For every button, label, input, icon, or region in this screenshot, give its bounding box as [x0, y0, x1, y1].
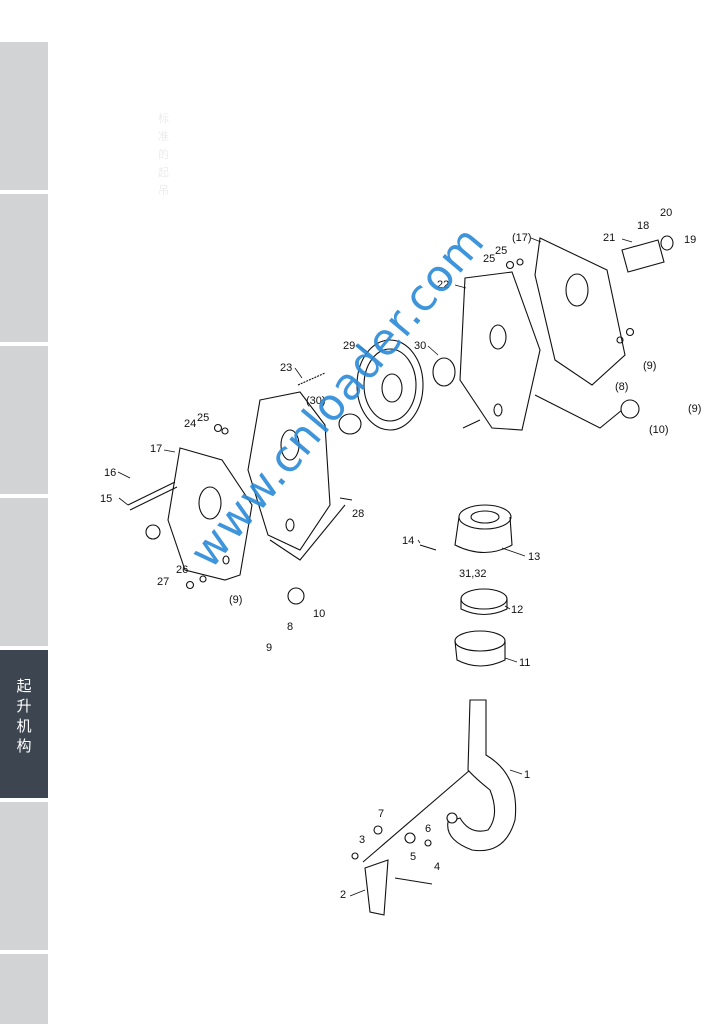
callout-8b: (8) [615, 381, 628, 393]
callout-15: 15 [100, 493, 112, 505]
sidebar-tab-3[interactable] [0, 346, 48, 494]
callout-6: 6 [425, 823, 431, 835]
callout-10: 10 [313, 608, 325, 620]
callout-13: 13 [528, 551, 540, 563]
callout-26: 26 [176, 564, 188, 576]
plate-17-rear [534, 237, 626, 386]
callout-29: 29 [343, 340, 355, 352]
callout-19: 19 [684, 234, 696, 246]
callout-3: 3 [359, 834, 365, 846]
callout-28: 28 [352, 508, 364, 520]
shaft-15 [127, 481, 176, 506]
sidebar-tab-hoisting-label: 起 升 机 构 [16, 677, 32, 755]
callout-31-32: 31,32 [459, 568, 487, 580]
callout-12: 12 [511, 604, 523, 616]
plate-10 [620, 399, 640, 419]
callout-23: 23 [280, 362, 292, 374]
callout-5: 5 [410, 851, 416, 863]
callout-17b: (17) [512, 232, 532, 244]
callout-9: 9 [266, 642, 272, 654]
faded-vertical-text: 标 准 的 起 吊 [158, 112, 169, 197]
callout-4: 4 [434, 861, 440, 873]
callout-24: 24 [184, 418, 196, 430]
callout-8: 8 [287, 621, 293, 633]
disc-left [145, 524, 161, 540]
bearing-12 [460, 588, 508, 610]
callout-20: 20 [660, 207, 672, 219]
callout-9b: (9) [643, 360, 656, 372]
sidebar-tab-7[interactable] [0, 954, 48, 1024]
leader-line [534, 394, 623, 429]
leader-line [269, 504, 346, 561]
callout-30: 30 [414, 340, 426, 352]
leader-line [362, 769, 471, 863]
callout-16: 16 [104, 467, 116, 479]
callout-1: 1 [524, 769, 530, 781]
callout-18: 18 [637, 220, 649, 232]
callout-9c: (9) [688, 403, 701, 415]
latch-2 [364, 859, 389, 916]
callout-21: 21 [603, 232, 615, 244]
shaft-21 [621, 239, 665, 273]
plate-22 [459, 271, 541, 431]
plate-10b [287, 587, 305, 605]
callout-30b: (30) [306, 395, 326, 407]
callout-2: 2 [340, 889, 346, 901]
callout-25b: 25 [483, 253, 495, 265]
nut-11 [454, 630, 506, 652]
callout-11: 11 [519, 657, 530, 669]
callout-25c: 25 [495, 245, 507, 257]
shaft-23 [297, 372, 326, 386]
bushing-30b [338, 413, 362, 435]
sidebar-tab-2[interactable] [0, 194, 48, 342]
callout-17: 17 [150, 443, 162, 455]
hook-1 [447, 699, 517, 852]
swivel-13 [458, 504, 512, 530]
callout-14: 14 [402, 535, 414, 547]
callout-10b: (10) [649, 424, 669, 436]
sidebar-tab-1[interactable] [0, 42, 48, 190]
callout-7: 7 [378, 808, 384, 820]
callout-27: 27 [157, 576, 169, 588]
sidebar-tab-hoisting[interactable]: 起 升 机 构 [0, 650, 48, 798]
sidebar-tab-4[interactable] [0, 498, 48, 646]
callout-9a: (9) [229, 594, 242, 606]
callout-25a: 25 [197, 412, 209, 424]
plate-23 [247, 391, 331, 551]
callout-22: 22 [437, 279, 449, 291]
sidebar-tab-6[interactable] [0, 802, 48, 950]
bushing-30 [432, 357, 456, 387]
sheave-29 [356, 339, 424, 431]
